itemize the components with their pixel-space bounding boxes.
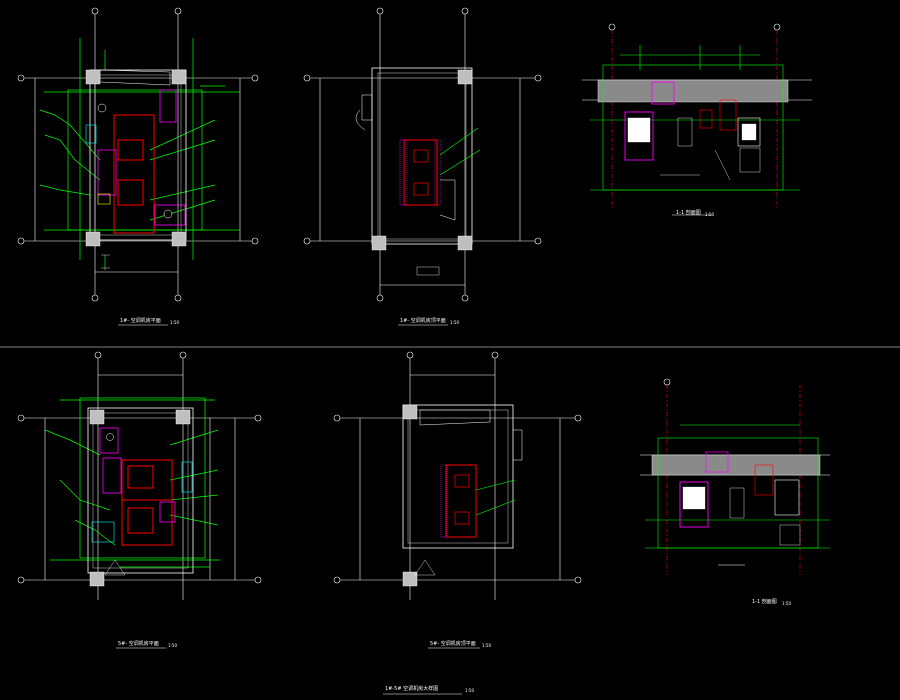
view-scale-3: 1:50	[705, 212, 714, 217]
view-caption-3: 1-1 剖面图	[676, 209, 701, 216]
section-view-3	[582, 23, 812, 216]
sheet-title: 1#-5# 空调机房大样图	[385, 685, 438, 692]
section-view-6	[640, 378, 830, 575]
plan-view-2	[303, 7, 542, 302]
plan-view-5	[333, 351, 582, 600]
view-caption-1: 1#- 空调机房平面	[120, 317, 161, 324]
view-scale-1: 1:50	[170, 320, 179, 325]
plan-view-1	[17, 7, 259, 302]
view-scale-6: 1:50	[782, 601, 791, 606]
view-captions: 1#- 空调机房平面 1:50 1#- 空调机房顶平面 1:50 1-1 剖面图…	[116, 209, 791, 695]
view-caption-6: 1-1 剖面图	[752, 598, 777, 605]
view-caption-4: 5#- 空调机房平面	[118, 640, 159, 647]
plan-view-4	[17, 351, 262, 600]
view-scale-2: 1:50	[450, 320, 459, 325]
view-caption-5: 5#- 空调机房顶平面	[430, 640, 476, 647]
view-scale-5: 1:50	[482, 643, 491, 648]
view-caption-2: 1#- 空调机房顶平面	[400, 317, 446, 324]
view-scale-4: 1:50	[168, 643, 177, 648]
sheet-scale: 1:50	[465, 688, 474, 693]
